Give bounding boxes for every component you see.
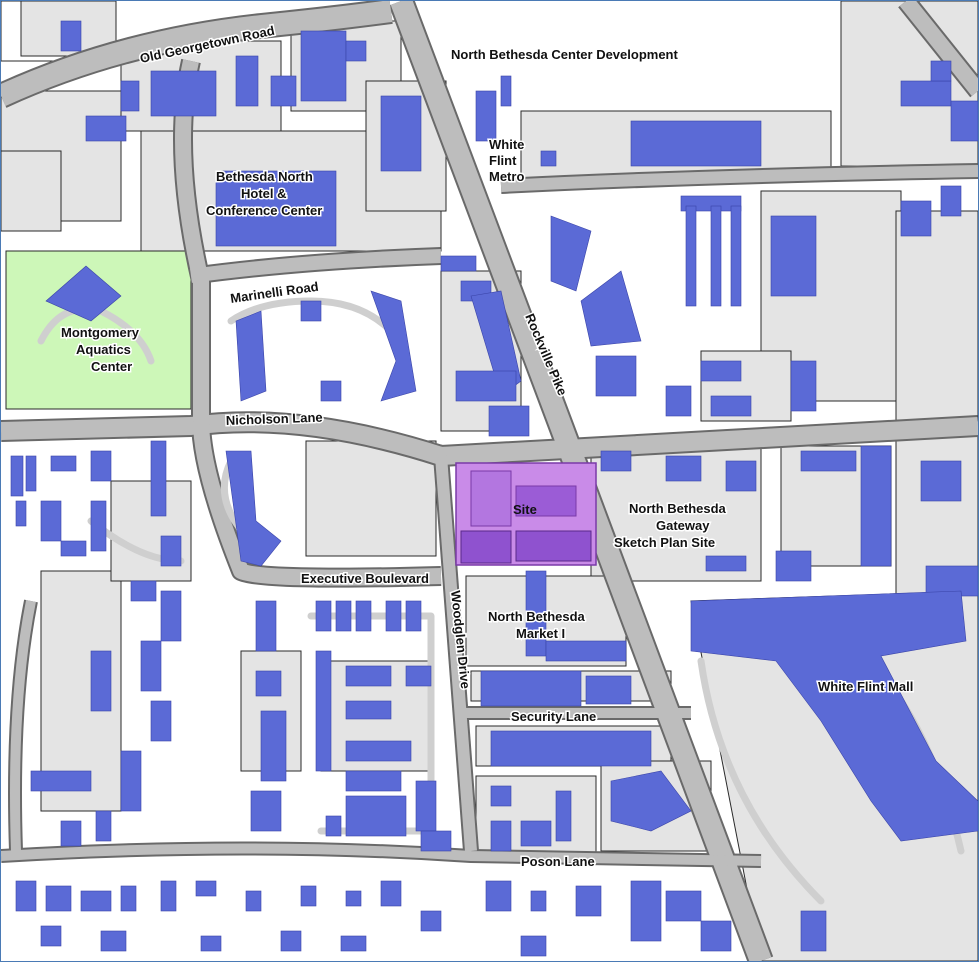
road-label-poson: Poson Lane [521,854,595,869]
label-white-flint-metro: White Flint Metro [488,136,526,186]
label-bethesda-north-hotel: Bethesda North Hotel & Conference Center [205,168,324,220]
svg-text:North Bethesda: North Bethesda [488,609,586,624]
svg-text:Conference Center: Conference Center [206,203,322,218]
svg-text:Gateway: Gateway [656,518,710,533]
svg-text:Flint: Flint [489,153,517,168]
svg-text:Bethesda North: Bethesda North [216,169,313,184]
svg-text:Metro: Metro [489,169,524,184]
site-parcel[interactable] [455,462,597,566]
label-gateway-sketch-plan: North Bethesda Gateway Sketch Plan Site [613,500,729,552]
road-label-nicholson: Nicholson Lane [226,410,323,428]
buildings-layer [10,20,978,957]
svg-text:Center: Center [91,359,132,374]
svg-text:Aquatics: Aquatics [76,342,131,357]
svg-text:Sketch Plan Site: Sketch Plan Site [614,535,715,550]
label-white-flint-mall: White Flint Mall [818,679,913,694]
svg-text:Montgomery: Montgomery [61,325,140,340]
label-nb-center-development: North Bethesda Center Development [451,47,678,62]
label-aquatics-center: Montgomery Aquatics Center [60,324,142,376]
svg-text:White: White [489,137,524,152]
label-market-i: North Bethesda Market I [487,608,588,643]
road-label-executive: Executive Boulevard [301,571,429,586]
svg-text:North Bethesda: North Bethesda [629,501,727,516]
label-site: Site [513,502,537,517]
road-label-security: Security Lane [511,709,596,724]
svg-text:Hotel &: Hotel & [241,186,287,201]
place-labels: North Bethesda Center Development White … [60,46,915,696]
svg-text:Market I: Market I [516,626,565,641]
